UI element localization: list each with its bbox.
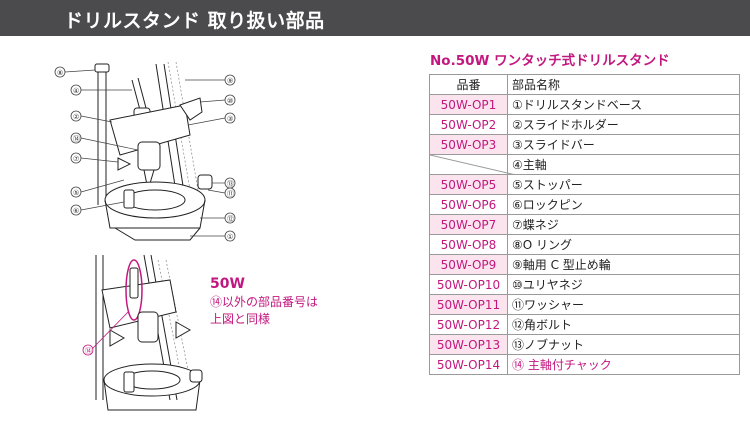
svg-text:④: ④ [73,87,79,95]
svg-text:⑪: ⑪ [227,190,234,198]
callouts-left: ⑧ ④ ② ⑭ ⑦ ⑤ ⑥ [54,66,139,216]
header-bar: ドリルスタンド 取り扱い部品 [0,0,750,36]
bottom-illustration: ⑭ [82,254,203,411]
part-name-cell: ⑭ 主軸付チャック [507,354,740,375]
svg-text:⑫: ⑫ [227,215,234,223]
part-name-cell: ③スライドバー [507,134,740,155]
part-code-cell: 50W-OP9 [429,254,508,275]
part-name-cell: ①ドリルスタンドベース [507,94,740,115]
svg-text:⑭: ⑭ [85,347,92,355]
part-name-cell: ②スライドホルダー [507,114,740,135]
note-line-2: 上図と同様 [210,312,271,326]
model-note: 50W ⑭以外の部品番号は 上図と同様 [210,276,318,328]
part-name-cell: ⑪ワッシャー [507,294,740,315]
svg-text:⑭: ⑭ [73,135,80,143]
drill-stand-diagram: ⑧ ④ ② ⑭ ⑦ ⑤ ⑥ ⑨ ⑩ ③ ⑬ ⑪ ⑫ ① [54,61,236,411]
part-code-cell: 50W-OP13 [429,334,508,355]
empty-cell-slash [430,155,516,175]
part-code-cell: 50W-OP6 [429,194,508,215]
part-name-cell: ⑥ロックピン [507,194,740,215]
part-name-cell: ④主軸 [507,154,740,175]
note-line-1: ⑭以外の部品番号は [210,295,319,309]
part-name-cell: ⑩ユリヤネジ [507,274,740,295]
note-model: 50W [210,276,245,292]
part-code-cell: 50W-OP12 [429,314,508,335]
part-name-cell: ⑦蝶ネジ [507,214,740,235]
part-code-cell: 50W-OP8 [429,234,508,255]
part-code-cell [429,154,516,175]
part-name-cell: ⑫角ボルト [507,314,740,335]
svg-text:③: ③ [227,115,233,123]
part-name-cell: ⑧O リング [507,234,740,255]
table-title: No.50W ワンタッチ式ドリルスタンド [430,53,670,69]
part-code-cell: 50W-OP11 [429,294,508,315]
svg-text:⑥: ⑥ [73,207,79,215]
svg-text:②: ② [73,113,79,121]
header-code: 品番 [429,74,508,95]
part-code-cell: 50W-OP2 [429,114,508,135]
table-header-row: 品番 部品名称 [429,74,740,95]
part-code-cell: 50W-OP14 [429,354,508,375]
part-code-cell: 50W-OP1 [429,94,508,115]
table-row: ④主軸 [429,154,740,175]
page-title: ドリルスタンド 取り扱い部品 [64,10,325,32]
svg-text:⑤: ⑤ [73,189,79,197]
part-name-cell: ⑨軸用 C 型止め輪 [507,254,740,275]
svg-text:①: ① [227,233,233,241]
header-name: 部品名称 [507,74,740,95]
part-code-cell: 50W-OP5 [429,174,508,195]
svg-text:⑩: ⑩ [227,97,233,105]
callouts-right: ⑨ ⑩ ③ ⑬ ⑪ ⑫ ① [185,74,236,242]
svg-text:⑨: ⑨ [227,77,233,85]
svg-text:⑬: ⑬ [227,180,234,188]
part-code-cell: 50W-OP7 [429,214,508,235]
part-code-cell: 50W-OP10 [429,274,508,295]
svg-text:⑦: ⑦ [73,155,79,163]
part-code-cell: 50W-OP3 [429,134,508,155]
svg-text:⑧: ⑧ [57,69,63,77]
part-name-cell: ⑬ノブナット [507,334,740,355]
top-illustration [94,61,213,241]
part-name-cell: ⑤ストッパー [507,174,740,195]
